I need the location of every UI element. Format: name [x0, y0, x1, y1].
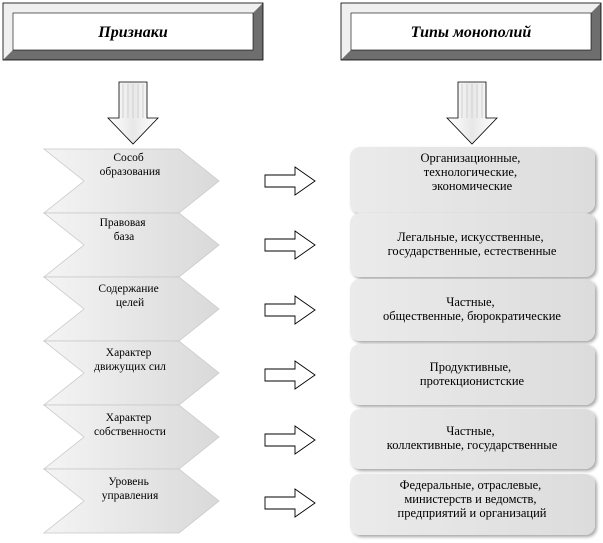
type-label: Федеральные, отраслевые, министерств и в… — [398, 478, 547, 520]
type-box: Продуктивные, протекционистские — [350, 344, 595, 405]
type-label: Частные, коллективные, государственные — [387, 424, 558, 452]
type-label: Частные, общественные, бюрократические — [383, 295, 561, 323]
down-arrow-icon — [446, 81, 498, 145]
type-box: Частные, общественные, бюрократические — [350, 279, 595, 341]
header-types-label: Типы монополий — [411, 24, 532, 41]
sign-label: Характер движущих сил — [94, 347, 166, 373]
right-arrow-icon — [264, 488, 316, 518]
sign-label: Содержание целей — [98, 283, 161, 309]
right-arrow-icon — [264, 166, 316, 196]
right-arrow-icon — [264, 230, 316, 260]
type-box: Частные, коллективные, государственные — [350, 409, 595, 469]
header-signs-label: Признаки — [97, 24, 168, 41]
type-box: Организационные, технологические, эконом… — [350, 147, 595, 213]
sign-chevron: Содержание целей — [42, 276, 220, 342]
right-arrow-icon — [264, 360, 316, 390]
header-signs: Признаки — [2, 2, 264, 61]
header-types: Типы монополий — [340, 2, 602, 61]
right-arrow-icon — [264, 295, 316, 325]
sign-label: Характер собственности — [94, 412, 166, 438]
sign-chevron: Сособ образования — [42, 148, 220, 214]
sign-label: Сособ образования — [100, 152, 161, 178]
down-arrow-icon — [107, 81, 159, 145]
sign-chevron: Характер собственности — [42, 404, 220, 470]
sign-label: Правовая база — [100, 217, 149, 243]
sign-chevron: Характер движущих сил — [42, 340, 220, 406]
type-label: Продуктивные, протекционистские — [420, 360, 525, 388]
sign-chevron: Уровень управления — [42, 468, 220, 534]
sign-label: Уровень управления — [102, 476, 159, 502]
type-box: Легальные, искусственные, государственны… — [350, 213, 595, 277]
right-arrow-icon — [264, 425, 316, 455]
type-label: Легальные, искусственные, государственны… — [388, 230, 557, 258]
sign-chevron: Правовая база — [42, 212, 220, 278]
type-box: Федеральные, отраслевые, министерств и в… — [350, 474, 595, 535]
type-label: Организационные, технологические, эконом… — [420, 151, 523, 193]
